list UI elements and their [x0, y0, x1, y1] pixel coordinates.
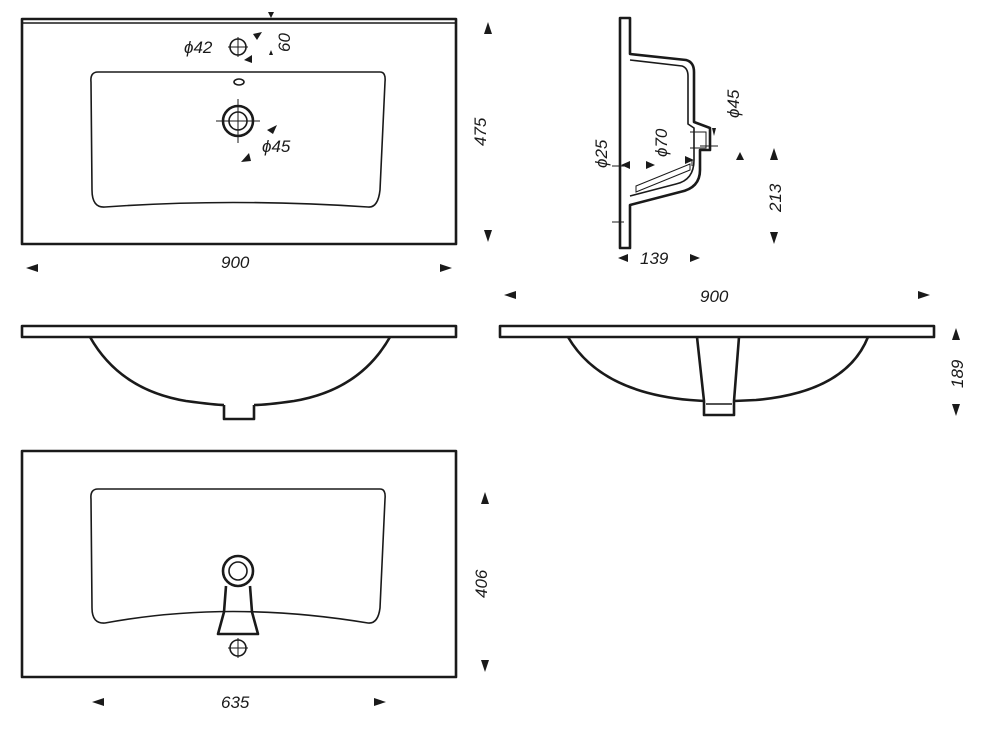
outlet-channel: [635, 163, 691, 193]
tap-hole-diameter-label: ϕ42: [184, 38, 213, 57]
top-depth-dimension: [484, 22, 492, 242]
rear-elevation-bowl-left: [566, 336, 705, 403]
overflow-slot: [233, 78, 245, 86]
bottom-drain-inner: [228, 561, 248, 581]
drain-leader-arrow-top: [267, 125, 277, 134]
bottom-width-dimension: [92, 698, 386, 706]
bottom-view-outlet-pipe: [216, 585, 260, 636]
bottom-drain-outer: [221, 554, 255, 588]
side-section-inner-wall: [629, 59, 695, 197]
top-width-label: 900: [221, 253, 250, 272]
drain-leader-arrow-bottom: [241, 153, 251, 162]
front-elevation-bowl-right: [253, 336, 392, 407]
side-section: [612, 16, 744, 250]
rear-height-label: 189: [948, 359, 967, 388]
bottom-width-label: 635: [221, 693, 250, 712]
overflow-diameter-label: ϕ45: [724, 89, 743, 118]
side-offset-label: 139: [640, 249, 669, 268]
rear-elevation-trap: [695, 336, 741, 417]
rear-width-dimension: [504, 291, 930, 299]
rear-height-dimension: [952, 328, 960, 416]
bottom-depth-dimension: [481, 492, 489, 672]
bottom-depth-label: 406: [472, 569, 491, 598]
front-elevation-top-slab: [20, 324, 458, 339]
outlet-diameter-label: ϕ25: [592, 139, 611, 168]
pipe-diameter-label: ϕ70: [652, 128, 671, 157]
top-view: [20, 12, 458, 246]
tap-leader-arrow-top: [253, 32, 262, 40]
rear-elevation: [498, 324, 936, 417]
side-height-dimension: [770, 148, 778, 244]
bottom-view: [20, 449, 458, 679]
rear-elevation-bowl-right: [733, 336, 870, 403]
side-offset-dimension: [618, 254, 700, 262]
drain-diameter-label: ϕ45: [262, 137, 291, 156]
front-elevation-drain: [222, 405, 256, 421]
rear-width-label: 900: [700, 287, 729, 306]
front-elevation-bowl-left: [88, 336, 225, 407]
rear-elevation-top-slab: [498, 324, 936, 339]
tap-leader-arrow-bottom: [244, 55, 252, 63]
front-elevation: [20, 324, 458, 421]
top-view-outline: [20, 17, 458, 246]
bottom-view-bowl: [90, 488, 386, 624]
bottom-view-outline: [20, 449, 458, 679]
top-width-dimension: [26, 264, 452, 272]
side-section-outline: [618, 16, 712, 250]
side-height-label: 213: [766, 183, 785, 213]
top-depth-label: 475: [471, 117, 490, 146]
top-view-bowl: [90, 71, 386, 208]
tap-hole-offset-label: 60: [275, 33, 294, 52]
